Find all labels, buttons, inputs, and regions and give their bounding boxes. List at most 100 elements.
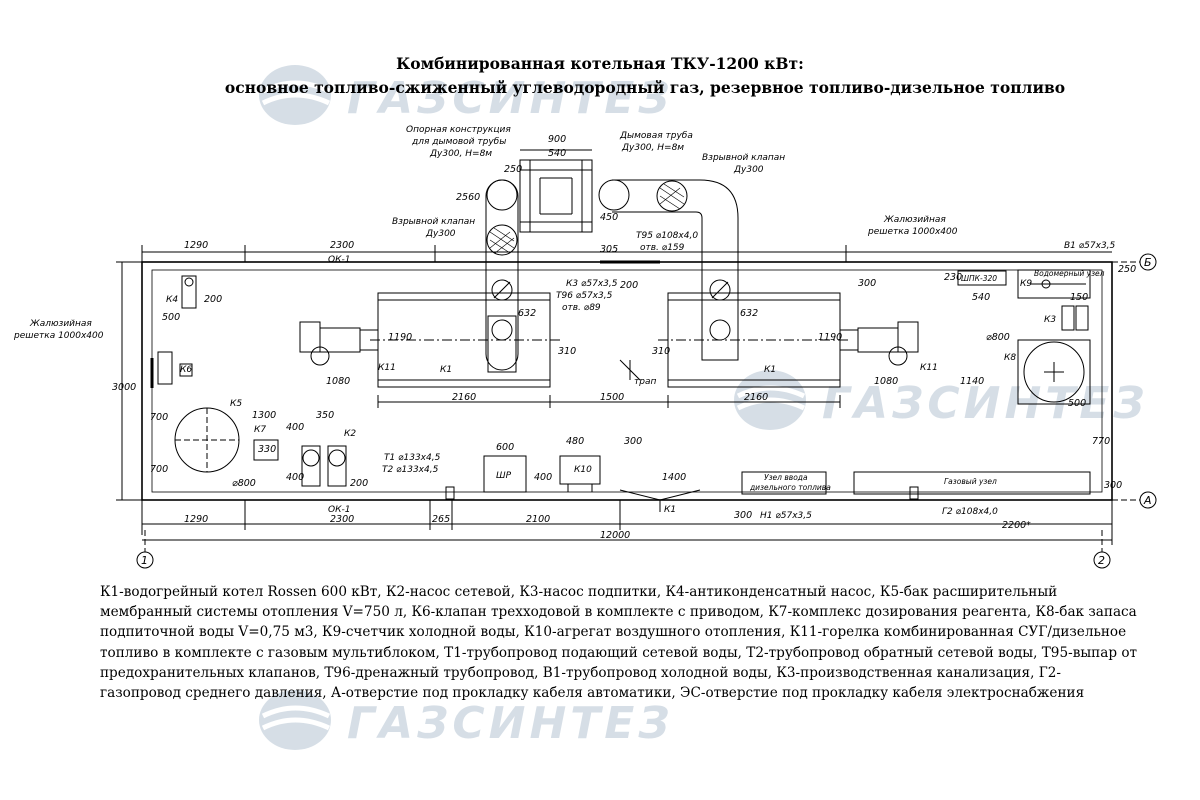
dim-500-left: 500 xyxy=(162,312,180,323)
watermark-logo-bottom: ГАЗСИНТЕЗ xyxy=(259,690,674,750)
dosing-k7 xyxy=(253,439,279,461)
valve-k6 xyxy=(157,351,173,385)
k3-pipe-label: К3 ⌀57х3,5 xyxy=(566,279,618,289)
dim-1400: 1400 xyxy=(662,472,686,483)
burner-k11-left xyxy=(299,321,379,366)
k8-label: К8 xyxy=(1004,353,1016,363)
dim-1080-right: 1080 xyxy=(874,376,898,387)
pump-k4 xyxy=(181,275,197,309)
dim-800-left: ⌀800 xyxy=(232,478,256,489)
axis-label-1: 1 xyxy=(141,554,148,567)
dim-310-left: 310 xyxy=(558,346,576,357)
t95-hole-label: отв. ⌀159 xyxy=(640,243,685,253)
pump-k3-b xyxy=(1075,305,1089,331)
dim-310-right: 310 xyxy=(652,346,670,357)
valve-right-label-2: Ду300 xyxy=(733,165,764,175)
dim-300-right: 300 xyxy=(1104,480,1122,491)
tank-k8 xyxy=(1017,339,1091,405)
diesel-node-label-1: Узел ввода xyxy=(764,473,808,482)
trap-label: трап xyxy=(634,377,656,387)
ok1-bottom-label: ОК-1 xyxy=(328,505,350,515)
dim-1290-top: 1290 xyxy=(184,240,208,251)
left-chimney-circle xyxy=(486,179,518,211)
axis-label-a: А xyxy=(1143,494,1152,507)
axis-marker-1 xyxy=(136,551,154,569)
dim-300-bottom: 300 xyxy=(734,510,752,521)
valve-right-label-1: Взрывной клапан xyxy=(702,153,785,163)
t95-label: Т95 ⌀108х4,0 xyxy=(636,231,698,241)
right-explosion-valve xyxy=(656,180,688,212)
axis-markers xyxy=(136,253,1157,569)
title-line-1: Комбинированная котельная ТКУ-1200 кВт: xyxy=(396,54,804,73)
dim-400-a: 400 xyxy=(286,422,304,433)
chimney-support-frame xyxy=(519,159,593,233)
chimney-label-2: Ду300, Н=8м xyxy=(621,143,684,153)
dim-200-left: 200 xyxy=(204,294,222,305)
dim-200-top: 200 xyxy=(620,280,638,291)
dim-2160-left: 2160 xyxy=(452,392,476,403)
dim-2300-top: 2300 xyxy=(330,240,354,251)
dim-1190-right: 1190 xyxy=(818,332,842,343)
k6-label: К6 xyxy=(180,365,192,375)
title-line-2: основное топливо-сжиженный углеводородны… xyxy=(224,78,1066,97)
k9-label: К9 xyxy=(1020,279,1032,289)
dim-540: 540 xyxy=(548,148,566,159)
k4-label: К4 xyxy=(166,295,178,305)
dim-700-a: 700 xyxy=(150,412,168,423)
cabinet-shr xyxy=(483,455,527,493)
shpk-label: ШПК-320 xyxy=(961,274,997,283)
dim-1190-left: 1190 xyxy=(388,332,412,343)
svg-text:ГАЗСИНТЕЗ: ГАЗСИНТЕЗ xyxy=(822,378,1149,429)
axis-marker-b xyxy=(1139,253,1157,271)
support-label-1: Опорная конструкция xyxy=(406,125,511,135)
dim-400-c: 400 xyxy=(534,472,552,483)
t2-label: Т2 ⌀133х4,5 xyxy=(382,465,439,475)
heater-k10 xyxy=(559,455,601,485)
k11-right-label: К11 xyxy=(920,363,938,373)
b1-label: В1 ⌀57х3,5 xyxy=(1064,241,1116,251)
dim-600: 600 xyxy=(496,442,514,453)
dim-350: 350 xyxy=(316,410,334,421)
dim-12000: 12000 xyxy=(600,530,630,541)
k2-label: К2 xyxy=(344,429,356,439)
svg-text:ГАЗСИНТЕЗ: ГАЗСИНТЕЗ xyxy=(347,73,674,124)
svg-text:ГАЗСИНТЕЗ: ГАЗСИНТЕЗ xyxy=(347,698,674,749)
g2-label: Г2 ⌀108х4,0 xyxy=(942,507,998,517)
dim-500-right: 500 xyxy=(1068,398,1086,409)
diesel-input-node xyxy=(741,471,827,495)
axis-label-b: Б xyxy=(1144,256,1152,269)
dim-200-k2: 200 xyxy=(350,478,368,489)
axis-marker-2 xyxy=(1093,551,1111,569)
k5-label: К5 xyxy=(230,399,242,409)
louver-left-label-2: решетка 1000х400 xyxy=(13,331,104,341)
gas-node xyxy=(853,471,1091,495)
dim-305: 305 xyxy=(600,244,618,255)
right-flue-duct xyxy=(612,179,739,361)
dim-632-right: 632 xyxy=(740,308,758,319)
dim-2160-right: 2160 xyxy=(744,392,768,403)
burner-k11-right xyxy=(839,321,919,366)
dim-265: 265 xyxy=(432,514,450,525)
n1-label: Н1 ⌀57х3,5 xyxy=(760,511,812,521)
dim-150: 150 xyxy=(1070,292,1088,303)
dim-330: 330 xyxy=(258,444,276,455)
k11-left-label: К11 xyxy=(378,363,396,373)
dim-800-right: ⌀800 xyxy=(986,332,1010,343)
dim-450: 450 xyxy=(600,212,618,223)
dim-300-mid: 300 xyxy=(624,436,642,447)
louver-top-label-1: Жалюзийная xyxy=(883,215,946,225)
drain-label: К1 xyxy=(664,505,676,515)
dim-2100: 2100 xyxy=(526,514,550,525)
shr-label: ШР xyxy=(496,471,512,481)
t96-pipe-label: Т96 ⌀57х3,5 xyxy=(556,291,613,301)
louver-left-label-1: Жалюзийная xyxy=(29,319,92,329)
ok1-top-label: ОК-1 xyxy=(328,255,350,265)
gas-node-label: Газовый узел xyxy=(944,477,997,486)
water-meter-node xyxy=(1017,269,1091,299)
support-label-2: для дымовой трубы xyxy=(411,137,506,147)
chimney-label-1: Дымовая труба xyxy=(619,131,693,141)
dim-230: 230 xyxy=(944,272,962,283)
dim-2200: 2200* xyxy=(1002,520,1031,531)
dim-900: 900 xyxy=(548,134,566,145)
dim-2300-bottom: 2300 xyxy=(330,514,354,525)
